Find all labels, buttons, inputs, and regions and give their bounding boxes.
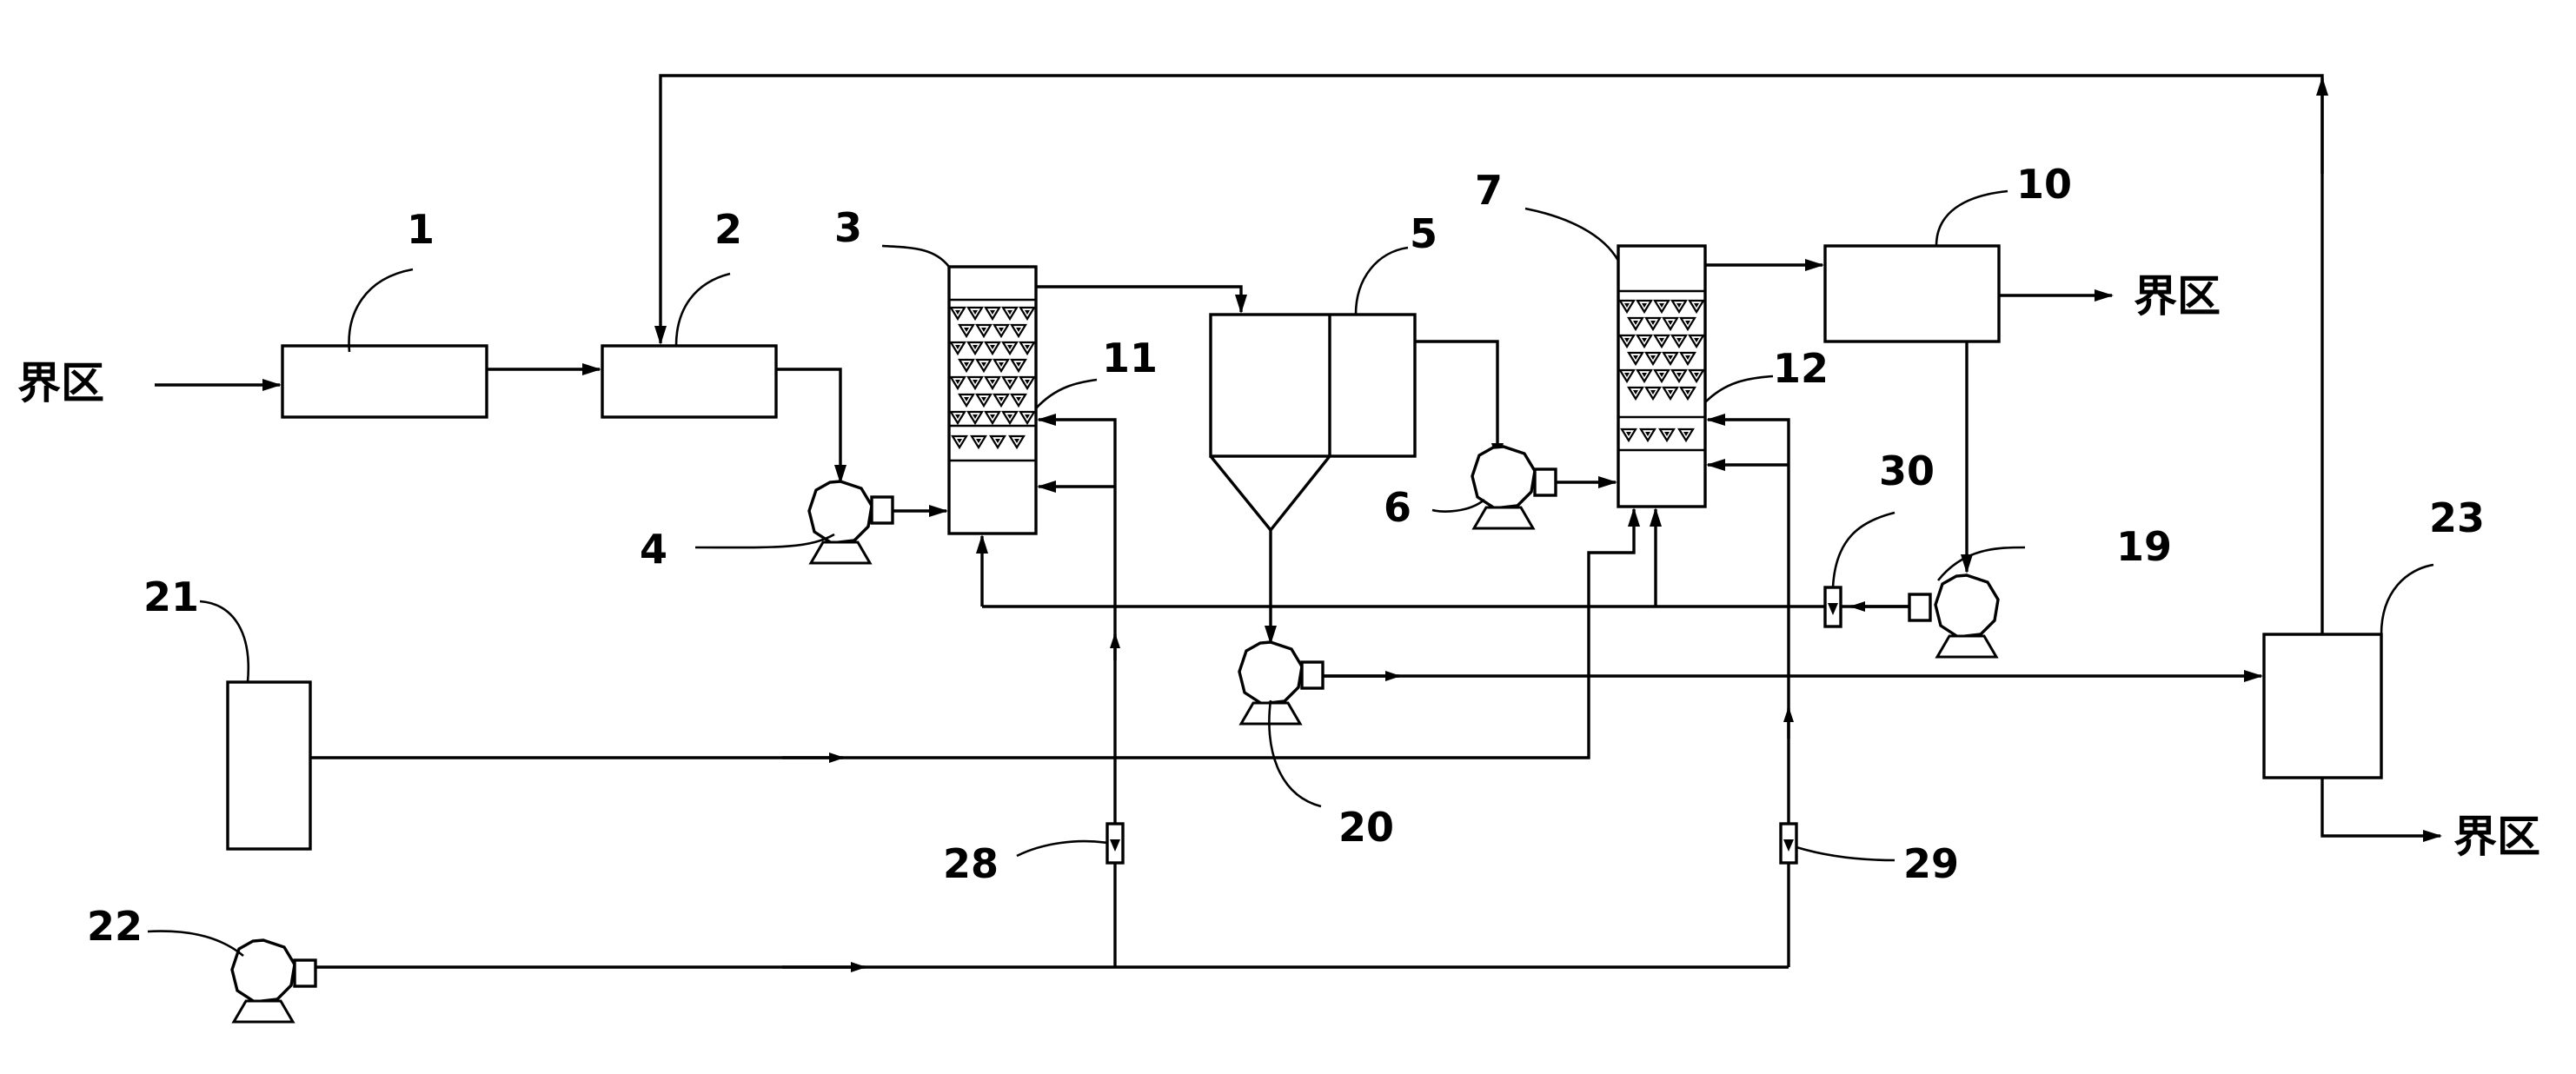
flowmeter-29 <box>1779 822 1798 865</box>
label-11: 11 <box>1102 335 1158 381</box>
label-19: 19 <box>2116 523 2172 570</box>
unit-2-box <box>601 344 778 419</box>
line-tank-23-to-boundary <box>2320 778 2442 842</box>
label-1: 1 <box>407 206 435 253</box>
label-20: 20 <box>1338 804 1394 851</box>
line-tank-23-recycle-to-unit-2 <box>654 74 2324 634</box>
label-28: 28 <box>943 840 999 887</box>
line-22-to-column-7 <box>1706 414 1790 967</box>
label-30: 30 <box>1879 448 1935 494</box>
label-10: 10 <box>2016 161 2072 208</box>
label-29: 29 <box>1903 840 1959 887</box>
flowmeter-28 <box>1105 822 1125 865</box>
label-7: 7 <box>1475 167 1503 214</box>
settler-5 <box>1209 313 1417 533</box>
pump-19 <box>1908 573 2000 659</box>
label-3: 3 <box>834 204 862 251</box>
label-22: 22 <box>87 903 143 950</box>
label-4: 4 <box>640 526 667 573</box>
line-2-to-pump-4 <box>776 368 846 484</box>
label-12: 12 <box>1773 345 1829 392</box>
unit-1-box <box>281 344 488 419</box>
pump-6 <box>1471 445 1557 530</box>
flowmeter-30 <box>1823 586 1842 628</box>
pump-4 <box>807 480 894 565</box>
boundary-label-inlet: 界区 <box>17 358 104 408</box>
line-settler-5-to-pump-6 <box>1415 340 1504 462</box>
label-21: 21 <box>143 573 199 620</box>
boundary-label-tank-23: 界区 <box>2453 812 2540 862</box>
line-column-3-to-settler-5 <box>1036 285 1247 314</box>
line-tank-21-to-column-7 <box>310 507 1640 759</box>
tank-21 <box>226 680 312 851</box>
label-5: 5 <box>1410 210 1437 257</box>
leader-lines <box>147 189 2434 957</box>
label-23: 23 <box>2429 494 2485 541</box>
label-6: 6 <box>1384 484 1411 531</box>
pump-22 <box>230 938 317 1024</box>
unit-10-box <box>1823 244 2001 343</box>
pump-20 <box>1238 640 1325 726</box>
label-2: 2 <box>714 206 742 253</box>
line-22-to-column-3 <box>1037 414 1117 967</box>
boundary-label-unit-10: 界区 <box>2134 271 2221 322</box>
tank-23 <box>2262 633 2383 779</box>
